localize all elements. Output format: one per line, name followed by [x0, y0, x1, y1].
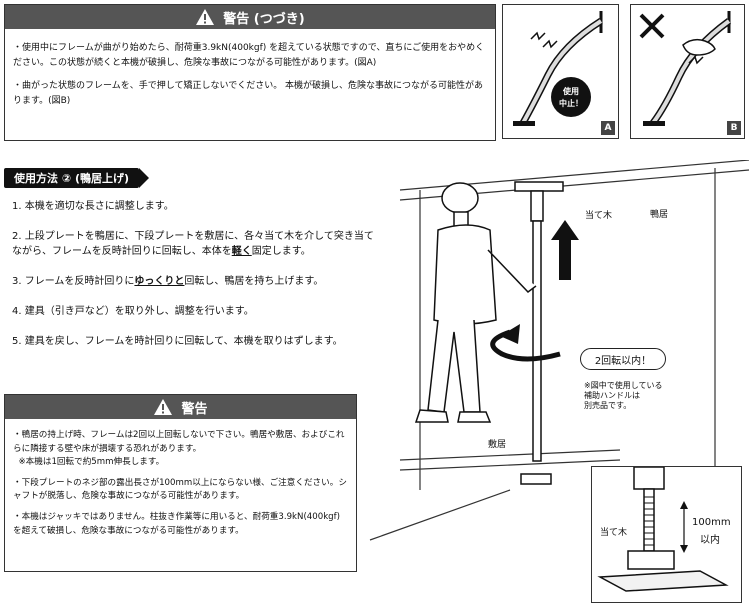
step-item: 1. 本機を適切な長さに調整します。	[12, 201, 174, 212]
figure-tag: B	[727, 121, 741, 135]
detail-block	[597, 570, 729, 592]
prohibited-x-icon	[639, 13, 665, 39]
main-illustration	[369, 160, 749, 541]
warning-item: ・本機はジャッキではありません。柱抜き作業等に用いると、耐荷重3.9kN(400…	[13, 511, 341, 536]
prop-pole	[532, 220, 542, 462]
figure-tag: A	[601, 121, 615, 135]
warning-header: 警告 (つづき)	[5, 5, 495, 29]
detail-inset: 当て木 100mm 以内	[591, 466, 742, 603]
warning-triangle-icon	[196, 9, 215, 25]
warning-item: ・鴨居の持上げ時、フレームは2回以上回転しないで下さい。鴨居や敷居、およびこれら…	[13, 430, 345, 468]
stop-text: 使用	[562, 86, 579, 96]
usage-steps: 1. 本機を適切な長さに調整します。 2. 上段プレートを鴨居に、下段プレートを…	[12, 199, 382, 364]
warning-item: ・下段プレートのネジ部の露出長さが100mm以上にならない様、ご注意ください。シ…	[13, 477, 347, 502]
worker-figure	[414, 182, 537, 423]
step-item: 5. 建具を戻し、フレームを時計回りに回転して、本機を取りはずします。	[12, 336, 343, 347]
warning-box-bottom: 警告 ・鴨居の持上げ時、フレームは2回以上回転しないで下さい。鴨居や敷居、および…	[4, 394, 357, 572]
warning-item: ・使用中にフレームが曲がり始めたら、耐荷重3.9kN(400kgf) を超えてい…	[13, 43, 485, 68]
step-item: 3. フレームを反時計回りにゆっくりと回転し、鴨居を持ち上げます。	[12, 276, 324, 287]
rotate-arrow-icon	[500, 324, 520, 344]
warning-item: ・曲がった状態のフレームを、手で押して矯正しないでください。 本機が破損し、危険…	[13, 81, 484, 106]
warning-triangle-icon	[154, 399, 173, 415]
step-item: 4. 建具（引き戸など）を取り外し、調整を行います。	[12, 306, 254, 317]
accessory-note: ※図中で使用している 補助ハンドルは 別売品です。	[584, 381, 663, 410]
prohibited-hand-illustration	[639, 11, 732, 126]
detail-block-label: 当て木	[600, 528, 628, 538]
warning-title: 警告 (つづき)	[223, 11, 305, 27]
detail-dimension: 100mm	[692, 517, 731, 528]
step-item: 2. 上段プレートを鴨居に、下段プレートを敷居に、各々当て木を介して突き当てなが…	[12, 231, 374, 257]
warning-body: ・鴨居の持上げ時、フレームは2回以上回転しないで下さい。鴨居や敷居、およびこれら…	[13, 429, 348, 545]
warning-body: ・使用中にフレームが曲がり始めたら、耐荷重3.9kN(400kgf) を超えてい…	[13, 41, 487, 117]
label-sill: 敷居	[488, 440, 507, 450]
label-lintel: 鴨居	[650, 210, 669, 220]
figure-b: B	[630, 4, 745, 139]
label-top-block: 当て木	[585, 211, 613, 221]
screw-detail-illustration	[597, 466, 729, 592]
warning-title: 警告	[181, 401, 208, 417]
usage-title: 使用方法 ② (鴨居上げ)	[4, 168, 150, 188]
rotation-limit-callout: 2回転以内！	[580, 348, 666, 370]
hand-icon	[682, 38, 716, 56]
bottom-plate	[520, 473, 552, 485]
stop-text: 中止！	[559, 98, 583, 108]
figure-a: 使用 中止！ A	[502, 4, 619, 139]
bent-frame-illustration: 使用 中止！	[513, 11, 603, 126]
warning-box-top: 警告 (つづき) ・使用中にフレームが曲がり始めたら、耐荷重3.9kN(400k…	[4, 4, 496, 141]
up-arrow-icon	[551, 220, 579, 280]
warning-header: 警告	[5, 395, 356, 419]
top-block	[514, 181, 564, 192]
detail-dimension: 以内	[700, 535, 720, 546]
